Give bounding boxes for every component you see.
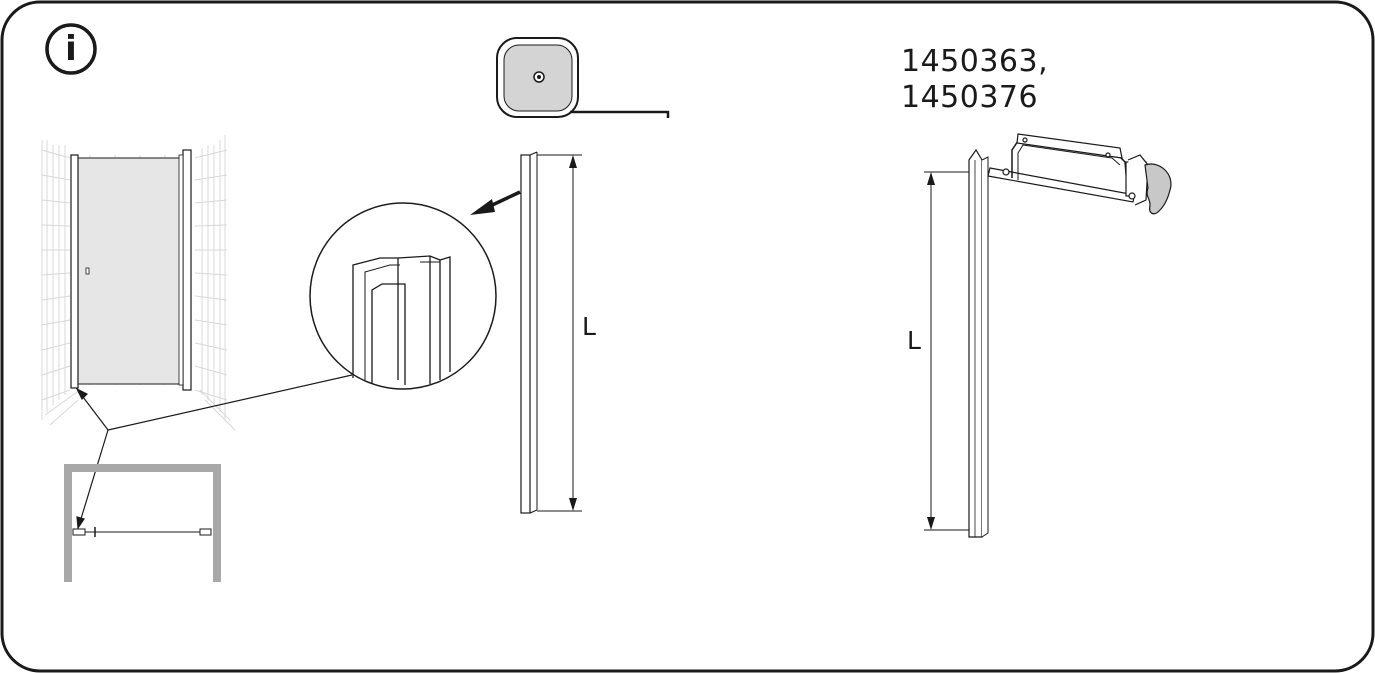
dimension-label-right: L	[907, 326, 921, 355]
profile-measurement-left	[520, 151, 582, 514]
info-icon-letter: i	[65, 29, 77, 69]
shower-enclosure-illustration	[41, 135, 236, 431]
profile-measurement-right	[924, 148, 989, 538]
top-view-diagram	[64, 464, 221, 582]
info-icon	[45, 23, 97, 75]
tape-measure-icon	[496, 37, 670, 118]
pointer-arrows	[75, 374, 353, 530]
dimension-label-left: L	[582, 312, 596, 341]
profile-detail-zoom	[309, 190, 521, 390]
hacksaw-icon	[987, 133, 1172, 215]
product-code: 1450363,	[901, 44, 1049, 79]
product-code: 1450376	[901, 80, 1039, 115]
product-codes: 1450363, 1450376	[901, 44, 1048, 116]
